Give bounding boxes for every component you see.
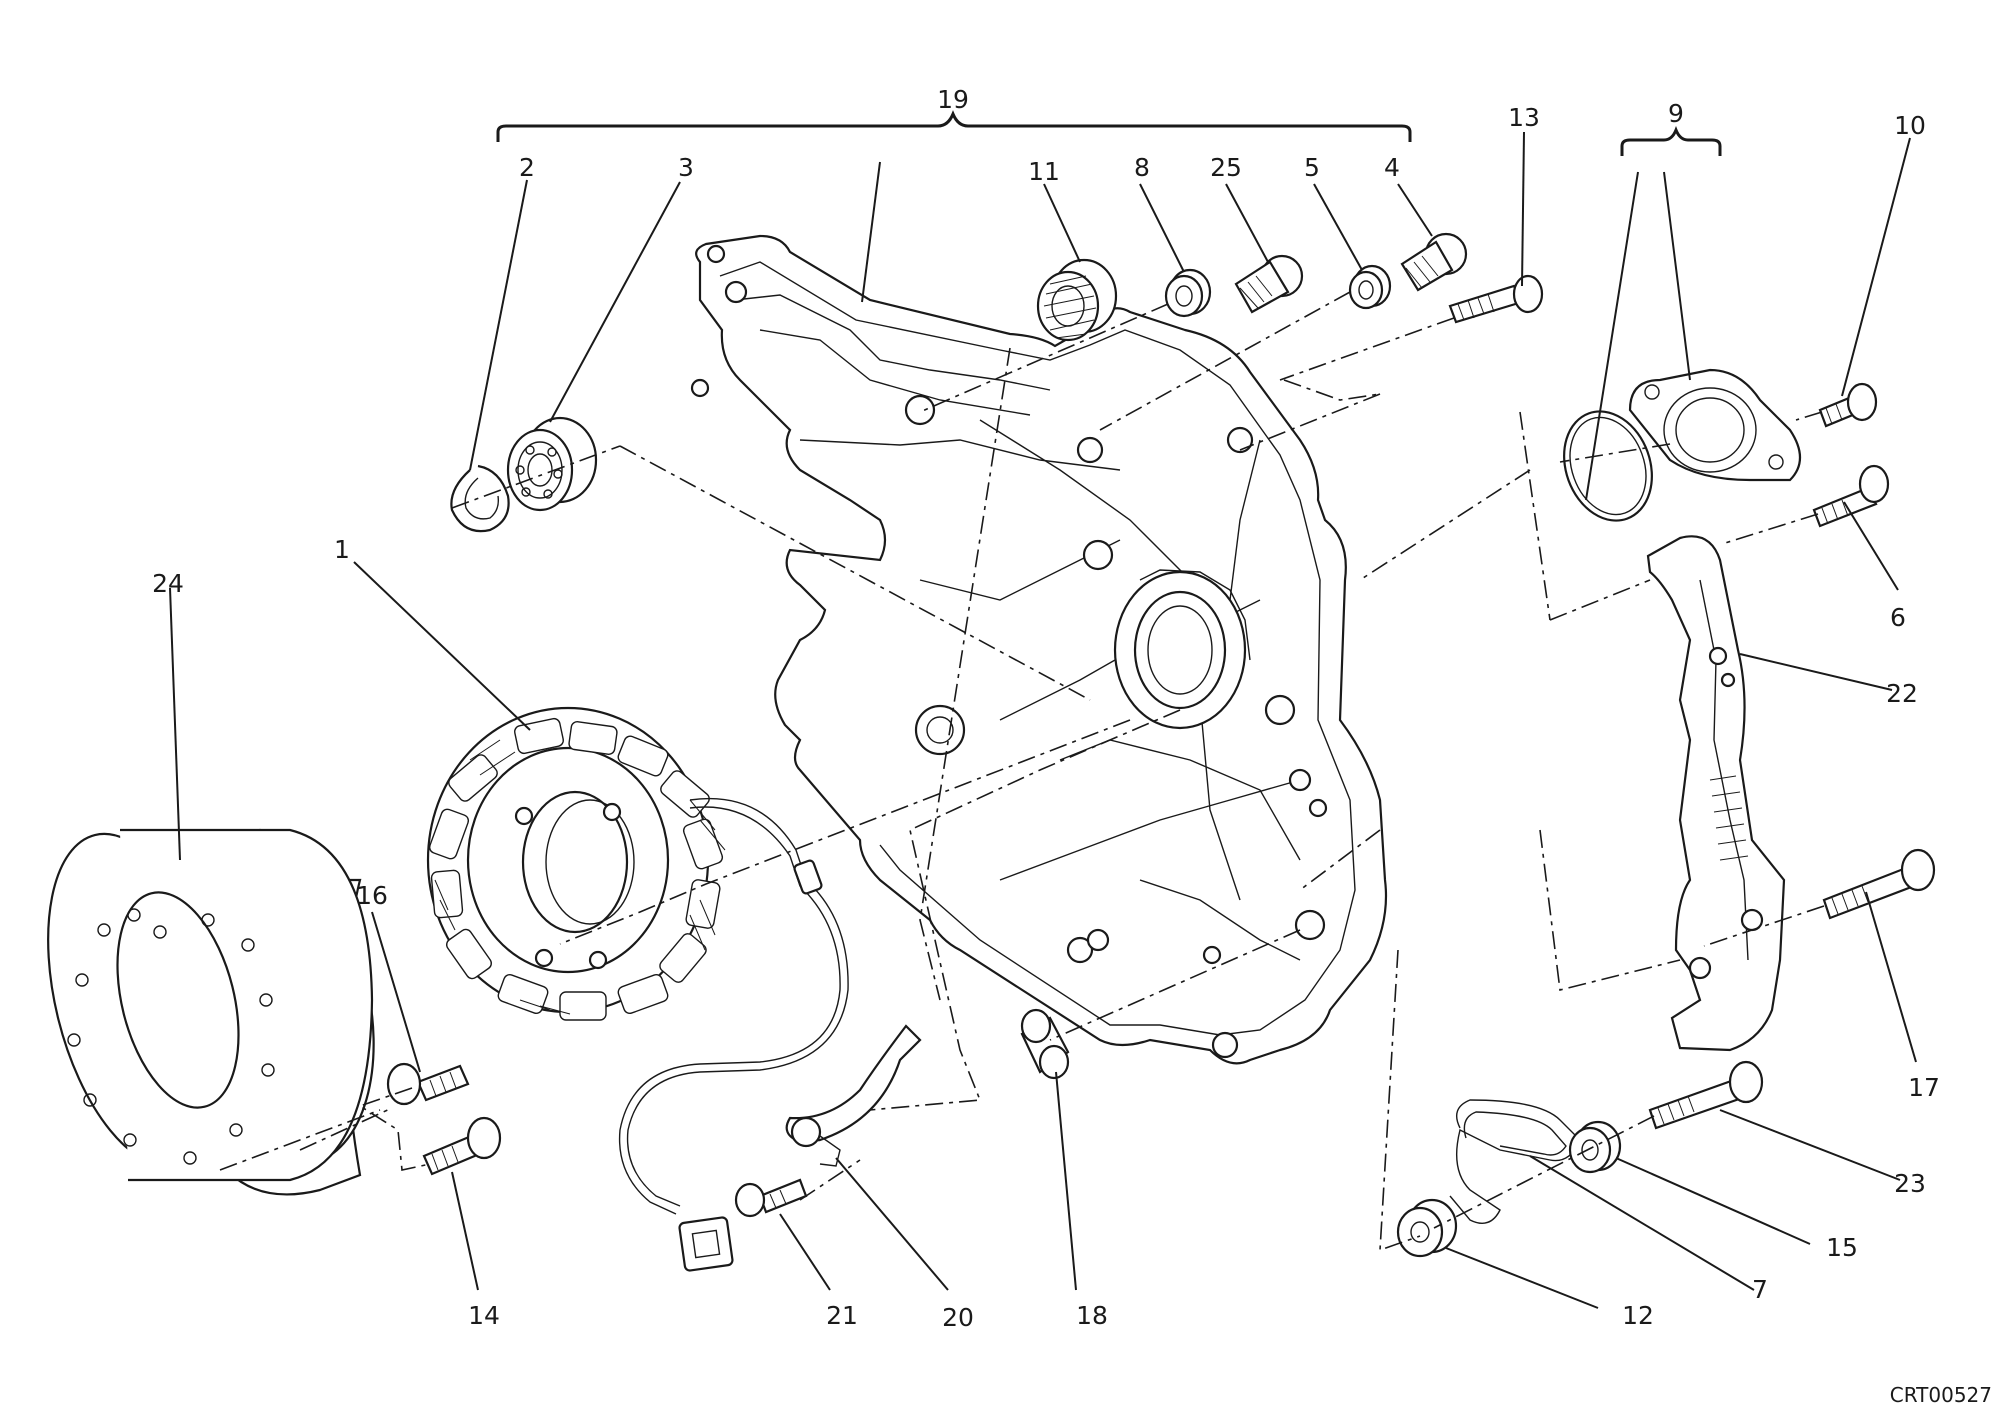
screw-16 (386, 1062, 470, 1106)
callout-15: 15 (1826, 1233, 1858, 1262)
circlip (450, 464, 510, 533)
callout-4: 4 (1384, 153, 1400, 182)
washer-15 (1568, 1120, 1622, 1174)
callout-5: 5 (1304, 153, 1320, 182)
callout-18: 18 (1076, 1301, 1108, 1330)
callout-14: 14 (468, 1301, 500, 1330)
screw-13 (1448, 274, 1544, 324)
grommet-12 (1396, 1198, 1458, 1258)
callout-7: 7 (1752, 1275, 1768, 1304)
cover-plate (1628, 368, 1802, 482)
cable-guide (785, 1024, 922, 1167)
drawing-code: CRT00527 (1890, 1383, 1992, 1407)
oil-seal (1036, 258, 1118, 342)
callout-17: 17 (1908, 1073, 1940, 1102)
washer-5 (1348, 264, 1392, 310)
screw-21 (734, 1178, 808, 1218)
callout-21: 21 (826, 1301, 858, 1330)
callout-11: 11 (1028, 157, 1060, 186)
stator (426, 706, 849, 1272)
callout-13: 13 (1508, 103, 1540, 132)
screw-14 (422, 1116, 502, 1176)
callout-3: 3 (678, 153, 694, 182)
bracket (1646, 535, 1786, 1052)
spring-clip (1449, 1099, 1581, 1224)
callout-6: 6 (1890, 603, 1906, 632)
group-brace-9 (1620, 125, 1722, 156)
callout-labels: 1 2 3 4 5 6 7 8 9 10 11 12 13 14 15 16 1… (152, 85, 1940, 1332)
plug-4 (1400, 232, 1468, 292)
callout-22: 22 (1886, 679, 1918, 708)
callout-16: 16 (356, 881, 388, 910)
callout-20: 20 (942, 1303, 974, 1332)
callout-24: 24 (152, 569, 184, 598)
screw-17 (1822, 848, 1936, 920)
screw-23 (1648, 1060, 1764, 1130)
plug-25 (1234, 254, 1304, 314)
leader-lines (169, 131, 1917, 1309)
group-brace-19 (496, 110, 1412, 142)
callout-1: 1 (334, 535, 350, 564)
callout-25: 25 (1210, 153, 1242, 182)
callout-12: 12 (1622, 1301, 1654, 1330)
washer-8 (1164, 268, 1212, 318)
callout-8: 8 (1134, 153, 1150, 182)
alignment-lines (219, 291, 1825, 1252)
rotor-flywheel (47, 828, 375, 1196)
spacer (1020, 1008, 1070, 1080)
screw-6 (1812, 464, 1890, 528)
callout-23: 23 (1894, 1169, 1926, 1198)
callout-2: 2 (519, 153, 535, 182)
ball-bearing (506, 416, 598, 512)
screw-10 (1818, 382, 1878, 428)
generator-cover (690, 234, 1388, 1065)
callout-19: 19 (937, 85, 969, 114)
callout-9: 9 (1668, 99, 1684, 128)
callout-10: 10 (1894, 111, 1926, 140)
